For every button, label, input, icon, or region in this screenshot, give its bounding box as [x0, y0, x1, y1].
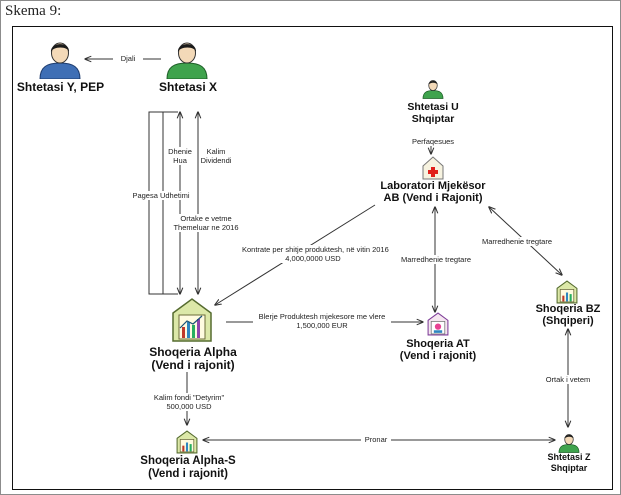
- company-building-icon: [427, 312, 449, 336]
- company-building-icon: [176, 430, 198, 454]
- edge-label-ortak-vetem: Ortak i vetem: [540, 375, 596, 384]
- edge-label-kalim-dividendi: Kalim Dividendi: [200, 147, 232, 165]
- edge-label-kalim-fondi: Kalim fondi "Detyrim" 500,000 USD: [151, 393, 227, 411]
- node-shoqeria-bz: Shoqeria BZ (Shqiperi): [535, 303, 601, 327]
- edge-label-pronar: Pronar: [361, 435, 391, 444]
- node-shoqeria-alpha: Shoqeria Alpha (Vend i rajonit): [149, 345, 237, 372]
- node-shoqeria-alpha-s: Shoqeria Alpha-S (Vend i rajonit): [140, 455, 236, 480]
- edge-label-pagesa-udhetimi: Pagesa Udhetimi: [130, 191, 192, 200]
- edge-pagesa-udhetimi: [148, 111, 173, 295]
- edge-label-marredhenie-at: Marredhenie tregtare: [398, 255, 474, 264]
- edge-label-marredhenie-bz: Marredhenie tregtare: [479, 237, 555, 246]
- node-shoqeria-at: Shoqeria AT (Vend i rajonit): [399, 338, 477, 362]
- hospital-icon: [422, 156, 444, 180]
- company-building-icon: [172, 298, 212, 342]
- person-green-icon: [422, 80, 444, 99]
- edge-label-blerje: Blerje Produktesh mjekesore me vlere 1,5…: [253, 312, 391, 330]
- edge-ortake: [162, 111, 178, 295]
- edge-label-perfaqesues: Perfaqesues: [411, 137, 455, 146]
- company-building-icon: [556, 280, 578, 304]
- node-shtetasi-z: Shtetasi Z Shqiptar: [547, 452, 591, 473]
- diagram-canvas: Shtetasi Y, PEP Shtetasi X Shtetasi U Sh…: [12, 26, 613, 490]
- node-shtetasi-u: Shtetasi U Shqiptar: [407, 101, 459, 125]
- page-title: Skema 9:: [5, 3, 62, 19]
- edge-label-dhenie-hua: Dhenie Hua: [166, 147, 194, 165]
- node-shtetasi-x: Shtetasi X: [158, 80, 218, 94]
- node-shtetasi-y: Shtetasi Y, PEP: [16, 80, 105, 94]
- person-blue-icon: [39, 42, 81, 79]
- node-laboratori: Laboratori Mjekësor AB (Vend i Rajonit): [380, 180, 486, 204]
- person-green-icon: [558, 434, 580, 453]
- edge-label-kontrate: Kontrate per shitje produktesh, në vitin…: [242, 245, 389, 263]
- edge-label-ortake: Ortake e vetme Themeluar ne 2016: [170, 214, 242, 232]
- edge-label-djali: Djali: [113, 54, 143, 63]
- person-green-icon: [166, 42, 208, 79]
